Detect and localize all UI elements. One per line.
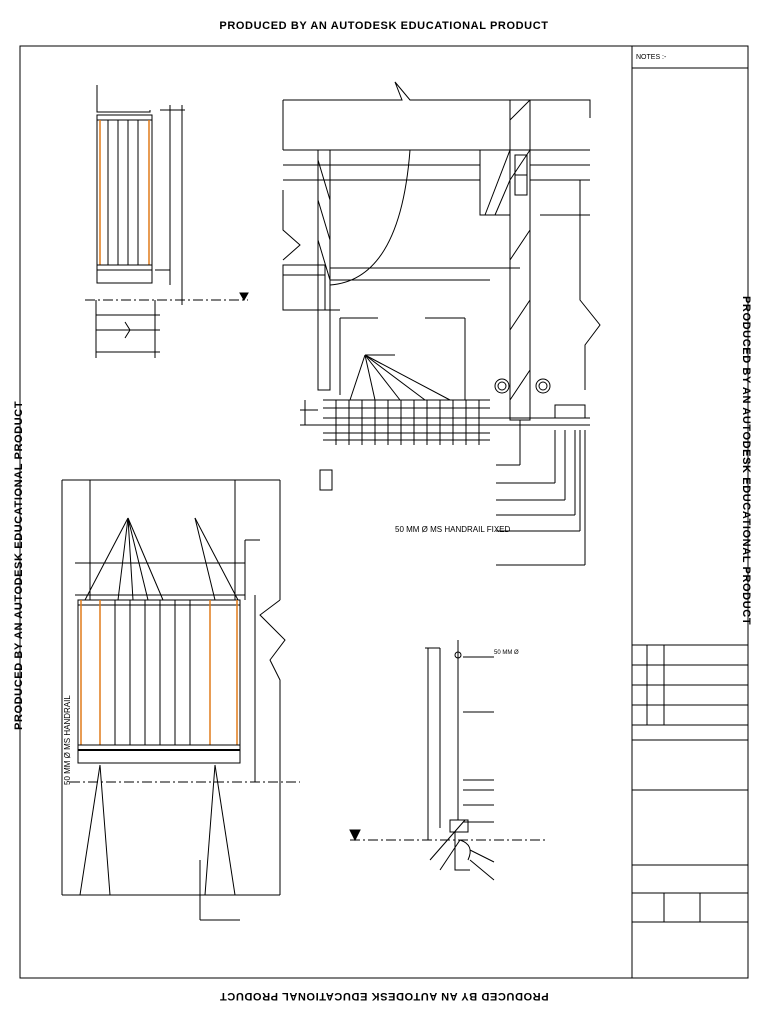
detail-railing-elevation xyxy=(61,479,300,921)
detail-small-elevation xyxy=(85,85,249,358)
sheet-border xyxy=(19,45,749,979)
watermark-top: PRODUCED BY AN AUTODESK EDUCATIONAL PROD… xyxy=(219,20,549,32)
detail-handrail-section xyxy=(349,640,545,881)
detail-plan-section xyxy=(282,81,601,566)
handrail-diameter-label: 50 MM Ø xyxy=(494,650,519,656)
handrail-fixed-label: 50 MM Ø MS HANDRAIL FIXED xyxy=(395,525,511,534)
notes-label: NOTES :- xyxy=(636,54,667,61)
handrail-vertical-label: 50 MM Ø MS HANDRAIL xyxy=(63,695,72,785)
